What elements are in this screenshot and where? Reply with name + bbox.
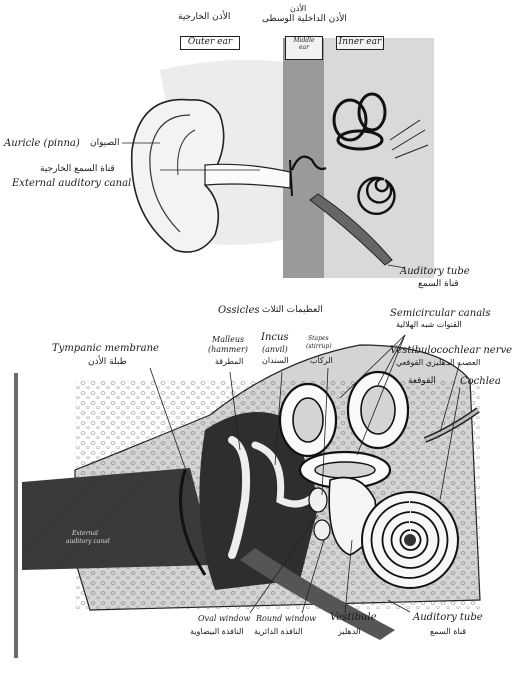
bottom-ear-section xyxy=(14,345,480,658)
tympanic-membrane-label-en: Tympanic membrane xyxy=(52,343,159,354)
top-ear-section xyxy=(132,38,434,278)
ossicles-label-ar: العظيمات الثلاث xyxy=(262,305,323,316)
inner-ear-box: Inner ear xyxy=(336,36,384,50)
vestibule-label-ar: الدهليز xyxy=(338,627,361,636)
round-window-label-en: Round window xyxy=(256,614,316,623)
incus-label-ar: السندان xyxy=(262,356,289,365)
cochlea-label-ar: القوقعة xyxy=(408,376,436,387)
inner-middle-ear-header-ar: الأذن الداخلية الوسطى xyxy=(262,14,347,25)
middle-ear-box: Middle ear xyxy=(285,36,323,60)
auditory-tube-top-label-en: Auditory tube xyxy=(400,266,470,277)
external-canal-label-en: External auditory canal xyxy=(12,178,131,189)
stapes-label-ar: الركاب xyxy=(310,356,333,365)
incus-label-en-2: (anvil) xyxy=(262,345,288,354)
auditory-tube-bottom-label-en: Auditory tube xyxy=(413,612,483,623)
stapes-label-en: Stapes xyxy=(308,335,329,342)
vestibulocochlear-nerve-label-ar: العصب الدهليزي القوقعي xyxy=(396,358,480,367)
malleus-label-en: Malleus xyxy=(212,335,244,344)
cochlea-label-en: Cochlea xyxy=(460,376,501,387)
vestibulocochlear-nerve-label-en: Vestibulocochlear nerve xyxy=(390,345,512,356)
oval-window-label-en: Oval window xyxy=(198,614,250,623)
ossicles-label-en: Ossicles xyxy=(218,305,260,316)
middle-ear-box-line1: Middle xyxy=(286,37,322,44)
tympanic-membrane-label-ar: طبلة الأذن xyxy=(88,357,127,368)
middle-ear-box-line2: ear xyxy=(286,44,322,51)
external-canal-inner-label-2: auditory canal xyxy=(66,538,110,545)
auricle-label-ar: الصيوان xyxy=(90,138,120,149)
auditory-tube-bottom-label-ar: قناة السمع xyxy=(430,627,466,636)
semicircular-canals-label-en: Semicircular canals xyxy=(390,308,490,319)
semicircular-canals-label-ar: القنوات شبه الهلالية xyxy=(396,320,462,329)
malleus-label-en-2: (hammer) xyxy=(208,345,248,354)
outer-ear-header-ar: الأذن الخارجية xyxy=(178,12,230,23)
external-canal-inner-label-1: External xyxy=(72,530,98,537)
malleus-label-ar: المطرقة xyxy=(215,357,243,366)
external-canal-label-ar: قناة السمع الخارجية xyxy=(40,164,115,175)
round-window-label-ar: النافذة الدائرية xyxy=(254,627,303,636)
middle-ear-header-ar: الأذن xyxy=(290,3,306,14)
vestibule-label-en: Vestibule xyxy=(330,612,377,623)
auditory-tube-top-label-ar: قناة السمع xyxy=(418,279,459,290)
oval-window-label-ar: النافذة البيضاوية xyxy=(190,627,244,636)
incus-label-en: Incus xyxy=(261,332,289,343)
stapes-label-en-2: (stirrup) xyxy=(306,343,332,350)
outer-ear-box: Outer ear xyxy=(180,36,240,50)
auricle-label-en: Auricle (pinna) xyxy=(4,138,80,149)
